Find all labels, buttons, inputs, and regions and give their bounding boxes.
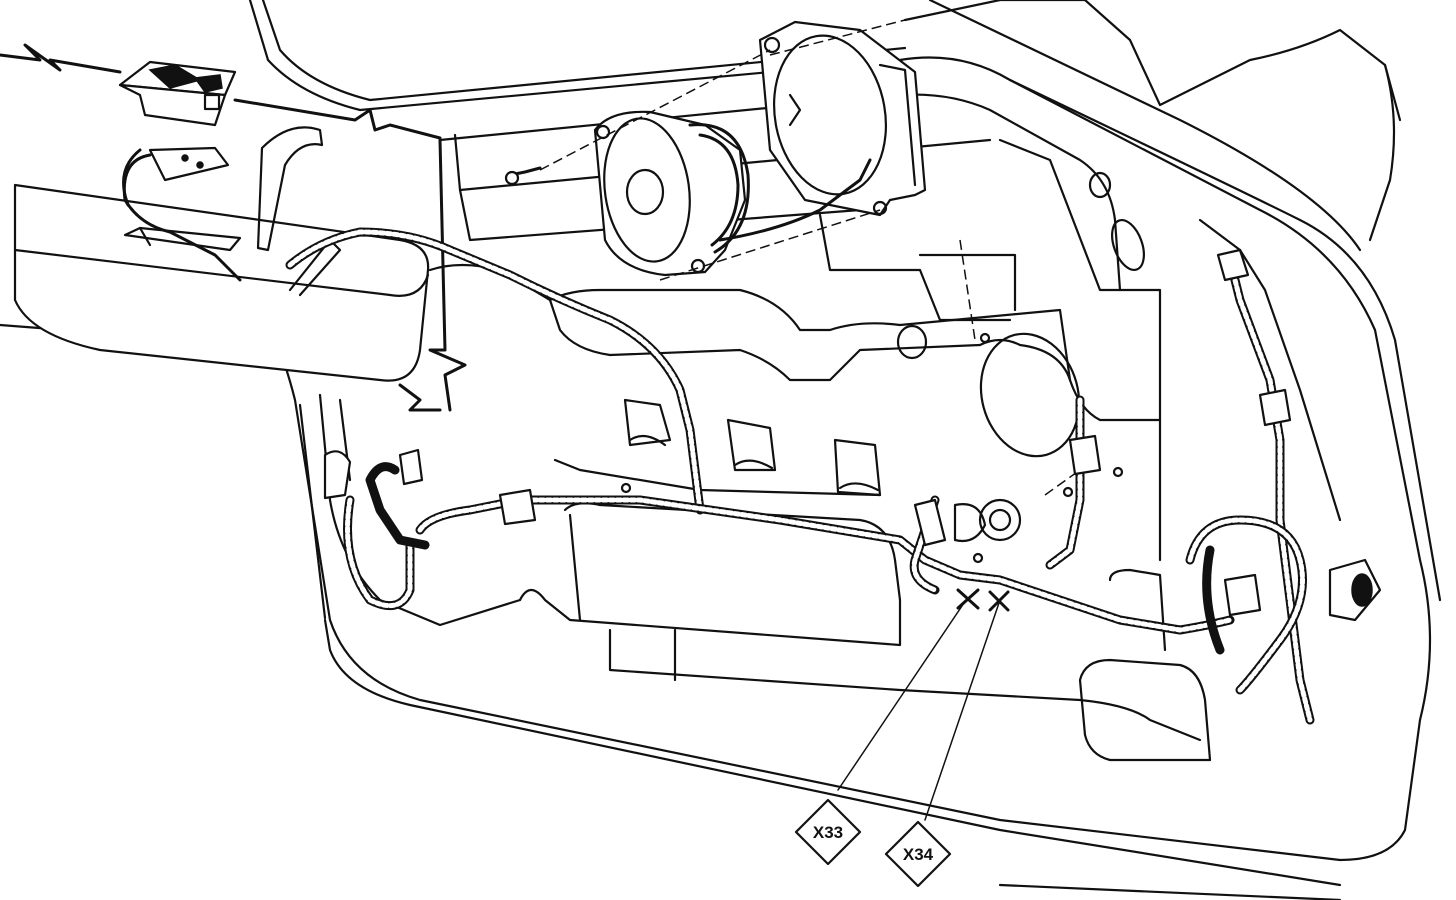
switch-connector — [122, 146, 242, 282]
speaker-bracket — [718, 20, 927, 242]
harness-connectors — [323, 248, 1382, 622]
callout-x33-label: X33 — [813, 823, 843, 842]
callout-x34-label: X34 — [903, 845, 934, 864]
break-lines — [0, 43, 467, 412]
callout-x34: X34 — [884, 820, 952, 888]
panel-holes — [623, 171, 1145, 497]
door-speaker — [504, 110, 750, 277]
callout-x33: X33 — [794, 798, 862, 866]
armrest-trim — [13, 126, 430, 382]
window-switch — [118, 60, 237, 127]
callout-leaders — [837, 599, 1001, 821]
